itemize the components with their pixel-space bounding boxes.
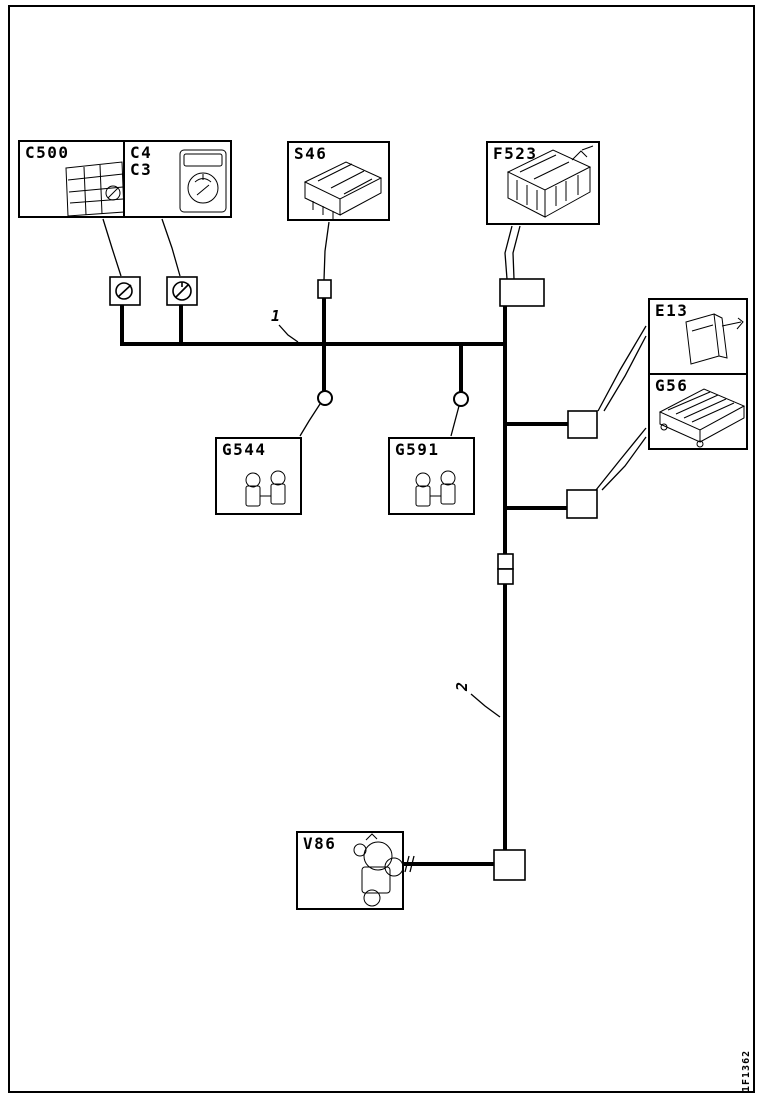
v86-wire-break-ticks — [404, 855, 415, 873]
connector-c4c3-pin-detail — [175, 282, 190, 298]
component-box-e13[interactable]: E13 — [648, 298, 748, 375]
component-label-c500: C500 — [25, 143, 70, 162]
component-box-f523[interactable]: F523 — [486, 141, 600, 225]
connector-e13 — [567, 410, 598, 439]
leader-f523-b — [512, 225, 521, 280]
c4c3-component-illustration — [179, 149, 227, 213]
component-box-g544[interactable]: G544 — [215, 437, 302, 515]
component-box-c500[interactable]: C500 — [18, 140, 125, 218]
component-box-g591[interactable]: G591 — [388, 437, 475, 515]
connector-g56 — [566, 489, 598, 519]
component-label-s46: S46 — [294, 144, 328, 163]
leader-g56-a — [595, 427, 647, 491]
component-illustrations — [65, 145, 746, 907]
g56-component-illustration — [658, 388, 746, 448]
leader-c4c3 — [161, 218, 181, 277]
component-label-e13: E13 — [655, 301, 689, 320]
component-label-g56: G56 — [655, 376, 689, 395]
component-label-f523: F523 — [493, 144, 538, 163]
leader-g544 — [299, 403, 321, 437]
splice-point-g544 — [317, 390, 333, 406]
component-label-c4: C4 — [130, 143, 153, 162]
leader-s46 — [323, 221, 330, 281]
inline-connector-lower — [497, 568, 514, 585]
wire-marker-2: 2 — [453, 681, 472, 692]
leader-e13-a — [597, 325, 647, 412]
component-label-c3: C3 — [130, 160, 153, 179]
component-box-v86[interactable]: V86 — [296, 831, 404, 910]
leader-g591 — [450, 405, 460, 437]
e13-component-illustration — [685, 313, 744, 365]
component-box-s46[interactable]: S46 — [287, 141, 390, 221]
connectors — [109, 276, 598, 881]
leader-lines — [102, 218, 647, 873]
leader-g56-b — [601, 436, 647, 491]
splice-point-g591 — [453, 391, 469, 407]
leader-marker2 — [470, 693, 501, 718]
connector-s46 — [317, 279, 332, 299]
component-box-c4-c3[interactable]: C4 C3 — [123, 140, 232, 218]
leader-marker1 — [278, 324, 299, 343]
connector-v86 — [493, 849, 526, 881]
g591-component-illustration — [415, 470, 456, 507]
component-box-g56[interactable]: G56 — [648, 373, 748, 450]
component-label-g591: G591 — [395, 440, 440, 459]
inline-connector-upper — [497, 553, 514, 570]
connector-f523 — [499, 278, 545, 307]
component-label-v86: V86 — [303, 834, 337, 853]
leader-c500 — [102, 218, 122, 277]
g544-component-illustration — [245, 470, 286, 507]
plot-code: 1F1362 — [741, 1049, 752, 1092]
wire-marker-1: 1 — [271, 307, 281, 325]
s46-component-illustration — [303, 161, 383, 219]
connector-c500-pin-detail — [117, 284, 132, 298]
f523-component-illustration — [506, 145, 594, 218]
component-label-g544: G544 — [222, 440, 267, 459]
leader-f523-a — [504, 225, 513, 280]
leader-e13-b — [603, 335, 647, 412]
